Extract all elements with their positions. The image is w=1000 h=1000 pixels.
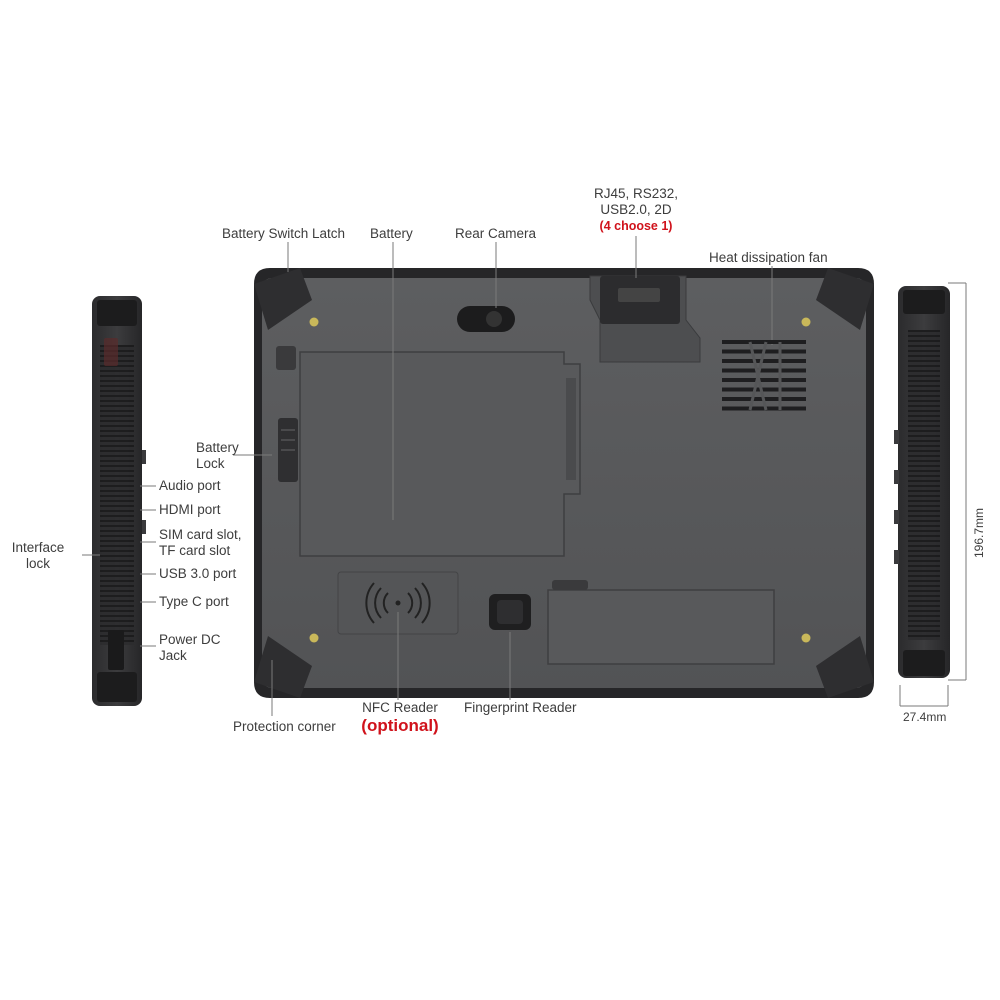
fan-vent-bars (722, 340, 806, 411)
battery-switch-latch-label: Battery Switch Latch (222, 226, 346, 241)
nfc-reader-line1: NFC Reader (362, 700, 438, 715)
nfc-reader-label: NFC Reader (optional) (354, 700, 446, 736)
ports-choice-label: (4 choose 1) (599, 219, 673, 233)
height-dimension-label: 196.7mm (972, 507, 986, 559)
battery-lock-line1: Battery (196, 440, 239, 455)
sim-slot-line1: SIM card slot, (159, 527, 242, 542)
usb3-port-label: USB 3.0 port (159, 566, 237, 581)
sim-slot-label: SIM card slot, TF card slot (159, 527, 242, 559)
nfc-optional-label: (optional) (361, 716, 439, 735)
fan-vent-bar (722, 368, 806, 373)
interface-lock-line1: Interface (11, 540, 65, 555)
thickness-dimension-label: 27.4mm (903, 710, 947, 724)
battery-lock-line2: Lock (196, 456, 225, 471)
power-dc-line2: Jack (159, 648, 187, 663)
rear-camera-label: Rear Camera (455, 226, 537, 241)
audio-port-label: Audio port (159, 478, 221, 493)
fan-vent-bar (722, 387, 806, 392)
typec-port-label: Type C port (159, 594, 229, 609)
heat-fan-label: Heat dissipation fan (709, 250, 828, 265)
interface-lock-label: Interface lock (6, 540, 70, 572)
ports-option-line2: USB2.0, 2D (600, 202, 672, 217)
fan-vent-bar (722, 378, 806, 382)
right-side-view (894, 286, 950, 678)
battery-lock-label: Battery Lock (196, 440, 239, 472)
battery-label: Battery (370, 226, 413, 241)
fan-vent-divider (748, 341, 782, 411)
hdmi-port-label: HDMI port (159, 502, 221, 517)
ports-option-line1: RJ45, RS232, (593, 186, 679, 201)
fingerprint-reader-label: Fingerprint Reader (464, 700, 577, 715)
left-side-view (92, 296, 146, 706)
fan-vent-bar (722, 406, 806, 411)
fan-vent-bar (722, 359, 806, 363)
power-dc-line1: Power DC (159, 632, 221, 647)
power-dc-label: Power DC Jack (159, 632, 221, 664)
leader-lines (82, 236, 967, 716)
ports-option-label: RJ45, RS232, USB2.0, 2D (4 choose 1) (578, 186, 694, 234)
protection-corner-label: Protection corner (233, 719, 336, 734)
tablet-back (254, 268, 874, 698)
fan-vent-bar (722, 340, 806, 344)
interface-lock-line2: lock (25, 556, 50, 571)
sim-slot-line2: TF card slot (159, 543, 231, 558)
